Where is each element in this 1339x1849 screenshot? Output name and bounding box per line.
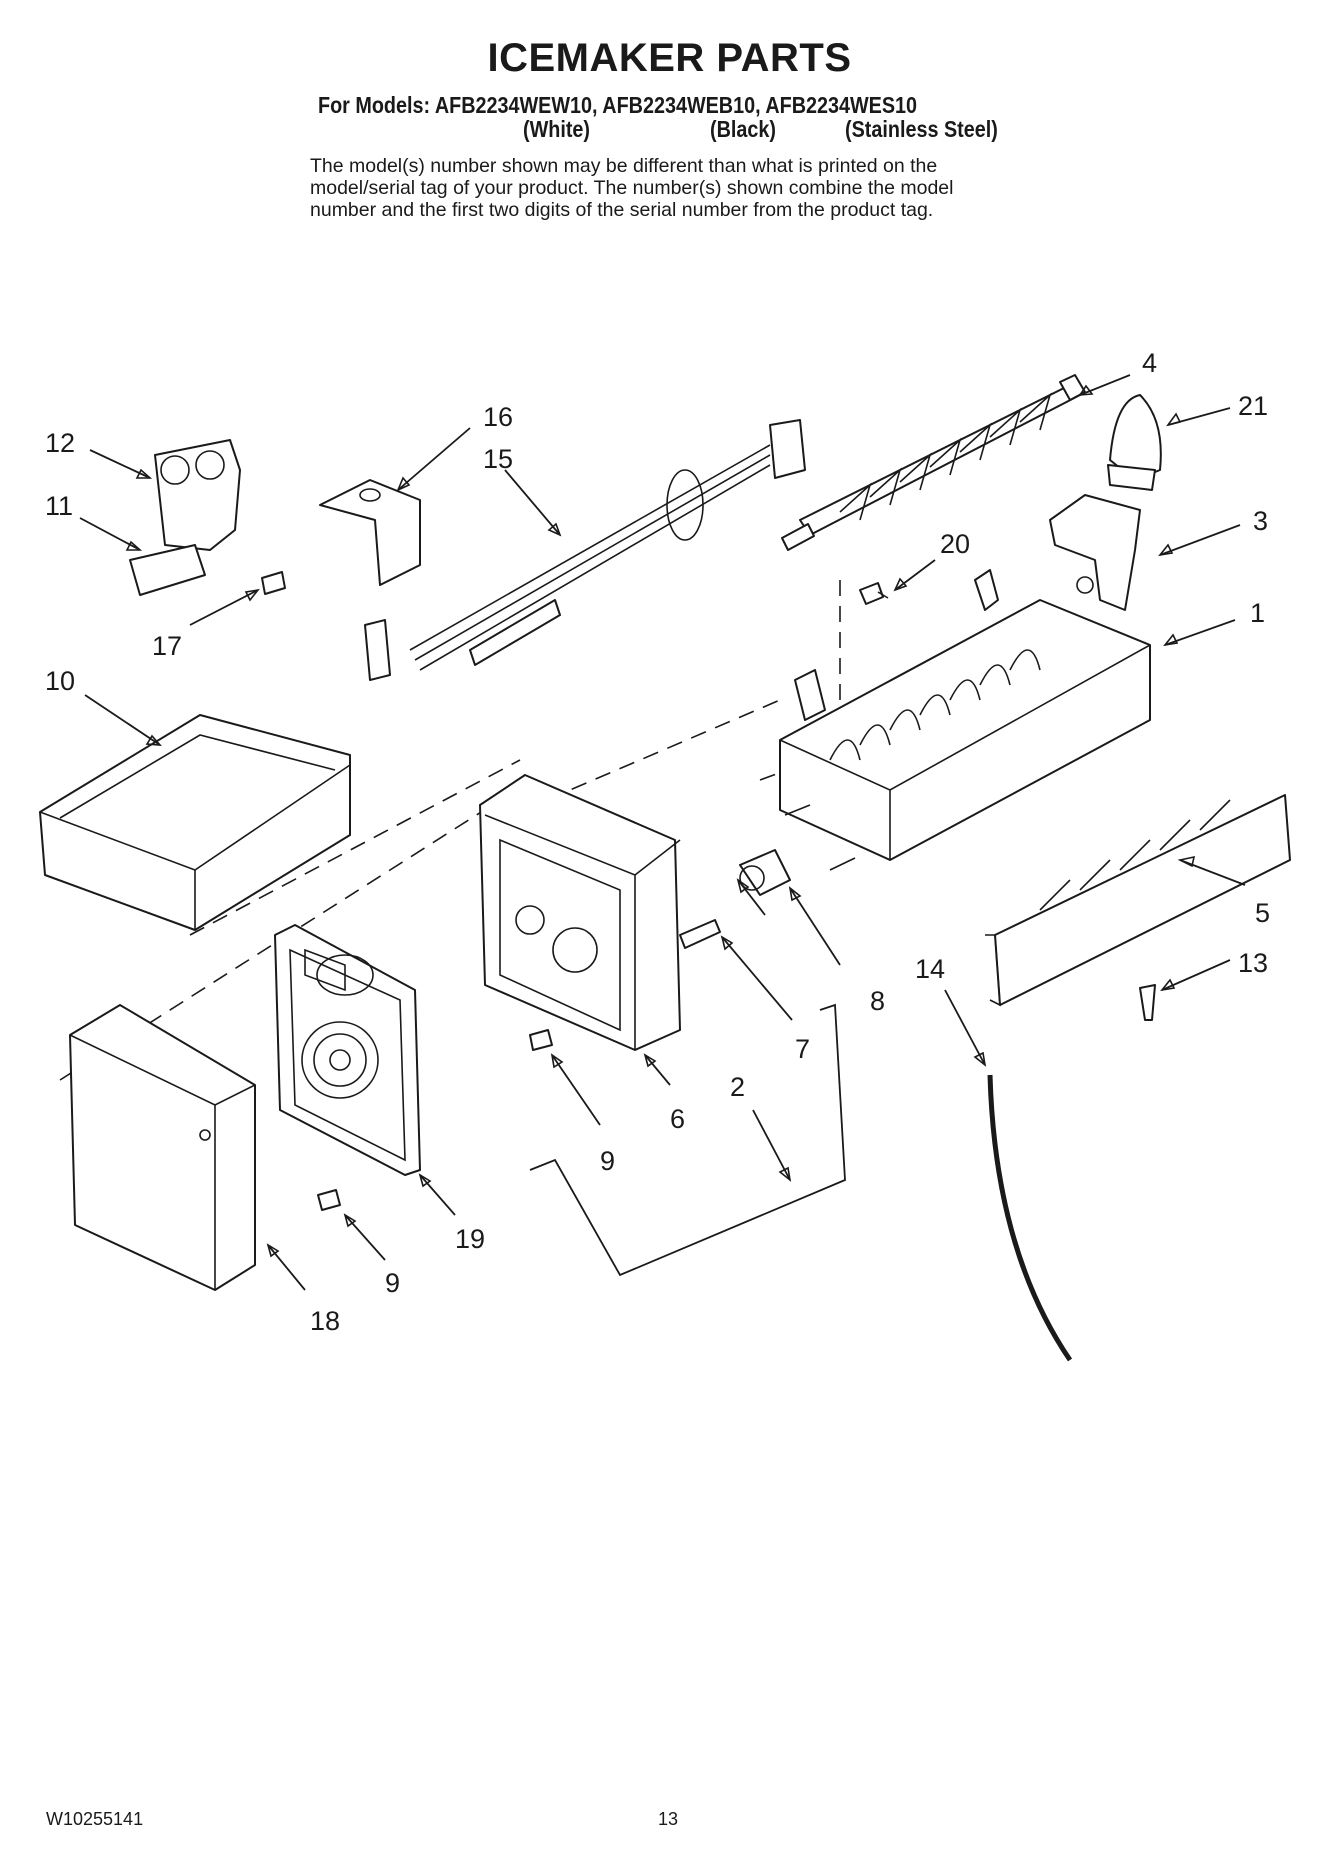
callout-16: 16: [483, 402, 513, 432]
callout-19: 19: [455, 1224, 485, 1254]
callout-7: 7: [795, 1034, 810, 1064]
callout-1: 1: [1250, 598, 1265, 628]
icemaker-housing: [479, 774, 681, 1051]
callout-21: 21: [1238, 391, 1268, 421]
wire-harness: [319, 419, 806, 681]
ice-bin: [39, 714, 351, 931]
ice-mold: [779, 569, 1151, 861]
callout-15: 15: [483, 444, 513, 474]
screw-20: [859, 582, 889, 605]
control-module: [274, 924, 421, 1176]
ice-ejector: [781, 374, 1086, 551]
callout-9-upper: 9: [600, 1146, 615, 1176]
callout-10: 10: [45, 666, 75, 696]
callout-5: 5: [1255, 898, 1270, 928]
thermostat-and-heater: [679, 804, 856, 949]
callout-18: 18: [310, 1306, 340, 1336]
note-line-3: number and the first two digits of the s…: [310, 199, 934, 221]
model-number-note: The model(s) number shown may be differe…: [310, 155, 1110, 221]
callout-12: 12: [45, 428, 75, 458]
callout-2: 2: [730, 1072, 745, 1102]
fitting-13: [1139, 984, 1156, 1021]
callout-20: 20: [940, 529, 970, 559]
callout-6: 6: [670, 1104, 685, 1134]
callout-14: 14: [915, 954, 945, 984]
callout-3: 3: [1253, 506, 1268, 536]
callout-leaders: [79, 374, 1246, 1291]
models-line: For Models: AFB2234WEW10, AFB2234WEB10, …: [318, 92, 918, 118]
water-valve: [129, 439, 241, 596]
note-line-1: The model(s) number shown may be differe…: [310, 155, 938, 177]
shutoff-arm: [529, 1003, 846, 1277]
note-line-2: model/serial tag of your product. The nu…: [310, 177, 954, 199]
page-title: ICEMAKER PARTS: [487, 36, 852, 80]
ice-stripper: [985, 794, 1291, 1007]
document-number: W10255141: [46, 1809, 144, 1829]
callout-4: 4: [1142, 348, 1157, 378]
fill-tube: [987, 1074, 1073, 1362]
screw-9-upper: [529, 1029, 553, 1051]
callout-13: 13: [1238, 948, 1268, 978]
callout-17: 17: [152, 631, 182, 661]
variant-black: (Black): [710, 116, 776, 142]
screw-17: [261, 571, 286, 595]
shutoff-arm-clip: [1107, 394, 1162, 491]
callout-8: 8: [870, 986, 885, 1016]
screw-9-lower: [317, 1189, 341, 1211]
page-number: 13: [658, 1809, 679, 1829]
mounting-bracket: [1049, 494, 1141, 611]
front-cover: [69, 1004, 256, 1291]
variant-stainless: (Stainless Steel): [845, 116, 998, 142]
callout-9-lower: 9: [385, 1268, 400, 1298]
callout-numbers: 4 21 3 1 20 5 13 14 16 15 12 11 17 10 8 …: [45, 348, 1270, 1336]
variant-white: (White): [523, 116, 591, 142]
callout-11: 11: [45, 491, 73, 521]
